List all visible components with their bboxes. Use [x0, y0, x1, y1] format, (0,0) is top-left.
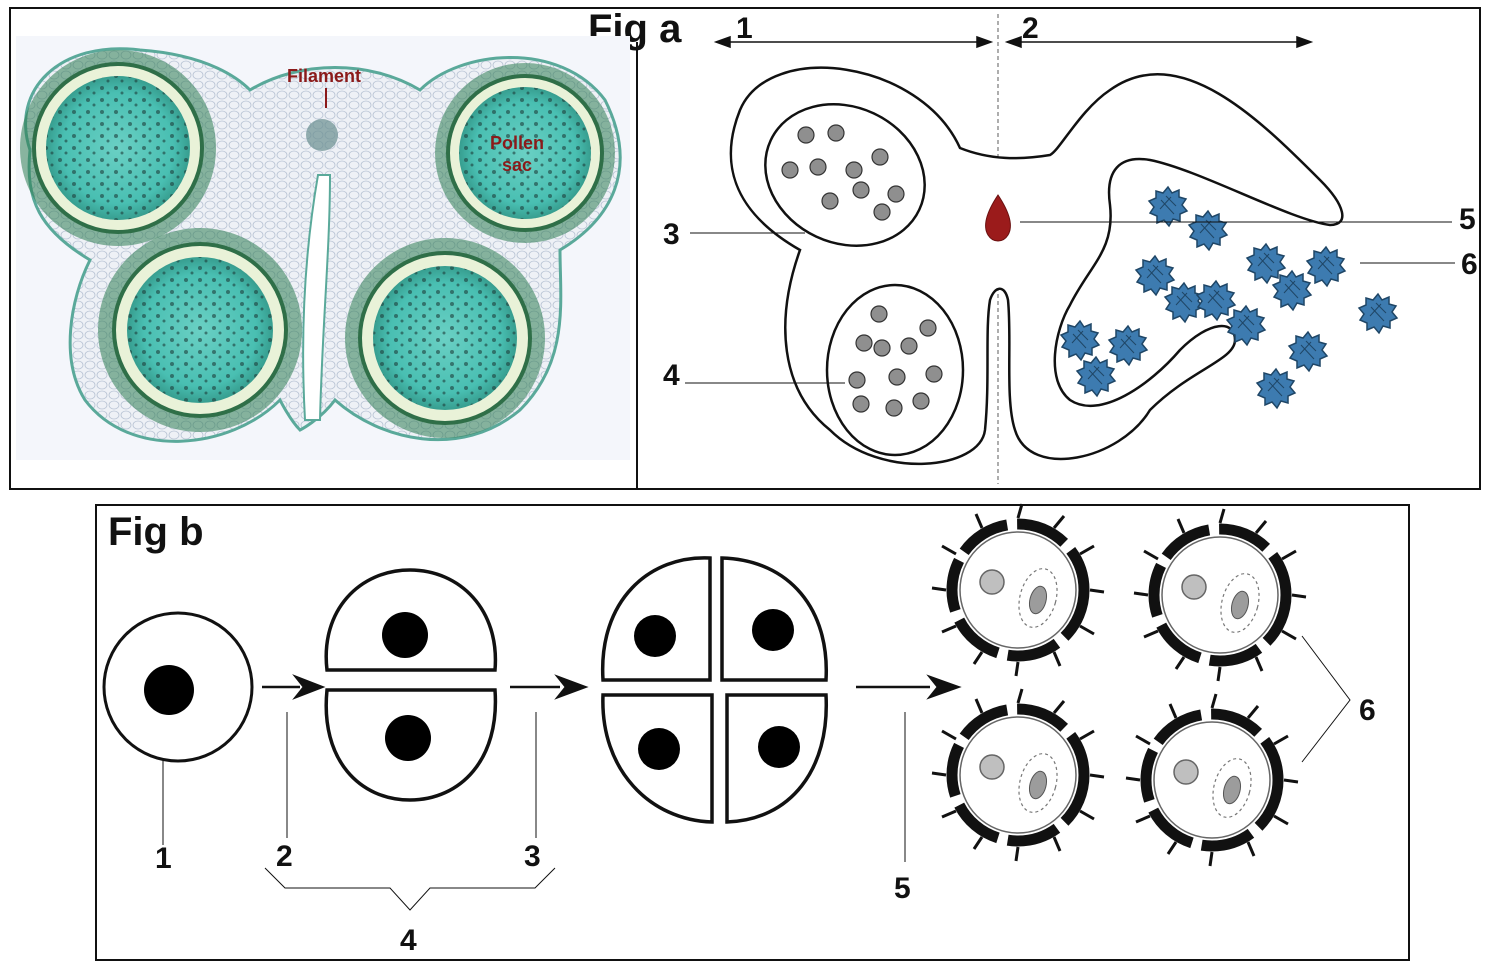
connective-tissue [985, 194, 1011, 242]
microspore-mother-cell [102, 611, 254, 763]
fig-b-title: Fig b [108, 510, 204, 554]
fig-b-label-1: 1 [155, 842, 172, 875]
fig-a-label-3: 3 [663, 218, 680, 251]
fig-b-label-3: 3 [524, 840, 541, 873]
fig-b-label-6: 6 [1359, 694, 1376, 727]
filament-label: Filament [287, 66, 361, 86]
pollen-sac-lower-left [98, 228, 302, 432]
fig-a-label-4: 4 [663, 359, 680, 392]
fig-b: Fig b [95, 504, 1410, 961]
fig-a-label-1: 1 [736, 12, 753, 45]
anther-schematic: 1 2 3 4 5 6 [663, 12, 1478, 484]
process-arrows [262, 674, 962, 700]
pollen-sac-upper-left [20, 50, 216, 246]
pollen-label-line2: sac [502, 155, 532, 175]
arrow-1 [713, 35, 994, 49]
microspores-lower [848, 305, 943, 417]
pollen-label-line1: Pollen [490, 133, 544, 153]
microspores-upper [781, 124, 905, 221]
pollen-sac-upper-right [435, 63, 615, 243]
dyad [324, 568, 498, 802]
fig-a-label-2: 2 [1022, 12, 1039, 45]
fig-b-leaders [162, 635, 1351, 911]
fig-b-label-4: 4 [400, 924, 417, 957]
pollen-sac-lower-right [345, 238, 545, 438]
vascular-bundle [306, 119, 338, 151]
fig-a-label-5: 5 [1459, 203, 1476, 236]
anther-micrograph: Filament Pollen sac [16, 36, 630, 460]
tetrad [600, 556, 828, 824]
fig-b-label-2: 2 [276, 840, 293, 873]
fig-b-label-5: 5 [894, 872, 911, 905]
fig-a: Fig a [9, 7, 1481, 490]
arrow-2 [1004, 35, 1314, 49]
fig-a-label-6: 6 [1461, 248, 1478, 281]
